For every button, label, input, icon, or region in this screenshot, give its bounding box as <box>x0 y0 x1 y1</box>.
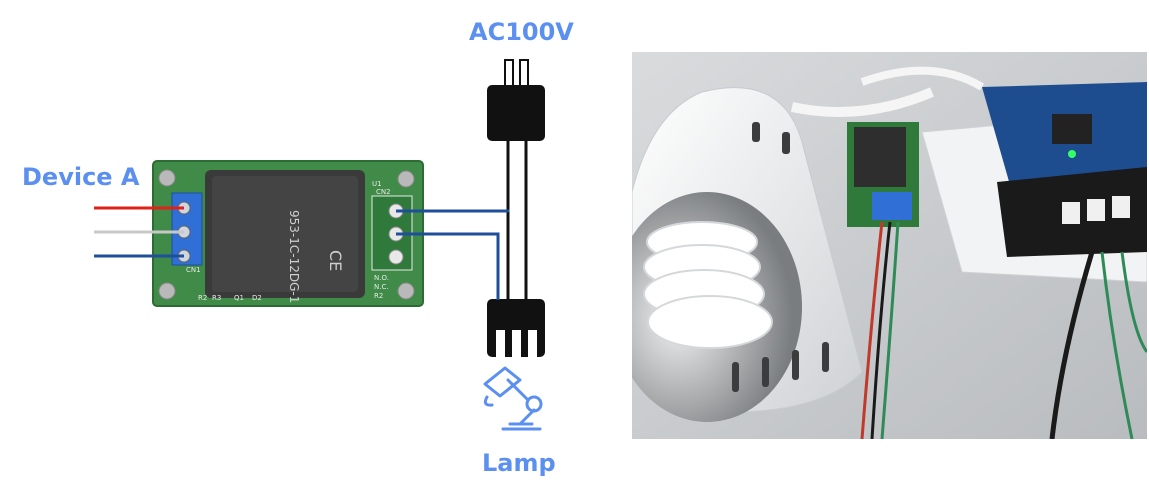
board-label-d2: D2 <box>252 294 262 302</box>
photo-lamp-relay-board <box>632 52 1147 439</box>
board-label-no: N.C. <box>374 283 389 291</box>
desk-lamp-icon <box>483 366 543 431</box>
board-label-u1: U1 <box>372 180 382 188</box>
ac100v-label: AC100V <box>469 18 574 46</box>
board-label-r3: R3 <box>212 294 221 302</box>
lamp-plug-icon <box>487 299 545 358</box>
board-label-r2: R2 <box>198 294 207 302</box>
relay-board-image: 953-1C-12DG-1 CE N.O. N.C. R2 U1 CN2 CN1… <box>152 160 424 307</box>
power-plug-icon <box>487 59 545 141</box>
wire-relay-no <box>396 232 500 300</box>
device-a-label: Device A <box>22 163 140 191</box>
wiring-diagram: 953-1C-12DG-1 CE N.O. N.C. R2 U1 CN2 CN1… <box>94 59 545 431</box>
board-label-nc: R2 <box>374 292 383 300</box>
lamp-label: Lamp <box>482 449 556 477</box>
relay-ce-mark: CE <box>326 250 345 271</box>
wire-relay-com <box>396 209 510 213</box>
board-label-cn2: CN2 <box>376 188 391 196</box>
board-label-q1: Q1 <box>234 294 244 302</box>
board-label-cn1: CN1 <box>186 266 201 274</box>
relay-part-number: 953-1C-12DG-1 <box>287 210 301 303</box>
board-label-com: N.O. <box>374 274 389 282</box>
